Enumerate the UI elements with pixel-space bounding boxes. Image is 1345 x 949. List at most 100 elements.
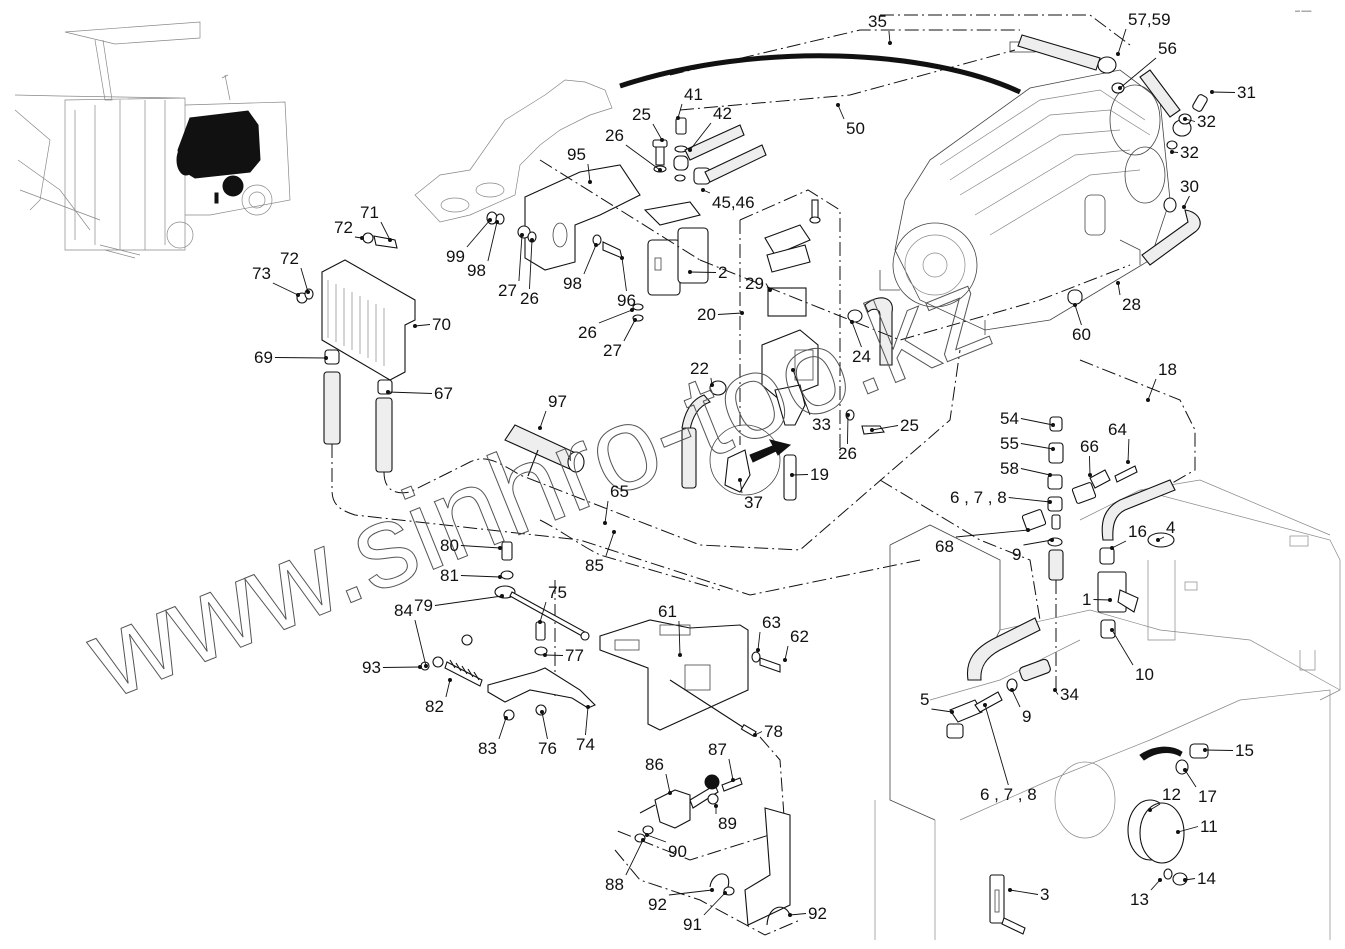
callout-label: 95	[567, 145, 586, 164]
callout-dot	[753, 733, 757, 737]
tank-fittings	[946, 617, 1051, 739]
callout-dot	[688, 148, 692, 152]
callout-label: 65	[610, 482, 629, 501]
callout-dot	[538, 620, 542, 624]
callout-leader	[434, 595, 503, 606]
callout-label: 71	[360, 203, 379, 222]
callout-33: 33	[791, 368, 831, 434]
callout-dot	[714, 804, 718, 808]
callout-78: 78	[753, 722, 783, 741]
callout-dot	[1051, 423, 1055, 427]
callout-leader	[728, 758, 734, 781]
callout-dot	[740, 311, 744, 315]
callout-dot	[658, 168, 662, 172]
callout-label: 41	[684, 85, 703, 104]
callout-91: 91	[683, 891, 727, 934]
callout-dot	[306, 290, 310, 294]
callout-label: 11	[1200, 817, 1218, 836]
callout-label: 26	[838, 444, 857, 463]
callout-label: 80	[440, 536, 459, 555]
callout-label: 88	[605, 875, 624, 894]
callout-leader	[1020, 443, 1054, 450]
callout-leader	[888, 30, 891, 44]
callout-label: 56	[1158, 39, 1177, 58]
callout-65: 65	[603, 482, 629, 525]
callout-4: 4	[1156, 518, 1175, 542]
callout-label: 26	[520, 289, 539, 308]
callout-26-c: 26	[578, 308, 634, 342]
callout-92-b: 92	[788, 904, 827, 923]
callout-13: 13	[1130, 878, 1162, 909]
callout-label: 72	[280, 249, 299, 268]
callout-leader	[1008, 497, 1051, 503]
callout-label: 10	[1135, 665, 1154, 684]
fuel-hose-22	[681, 380, 727, 489]
engine-highlight-dot	[222, 175, 244, 197]
mounting-plate	[524, 164, 641, 271]
callout-dot	[1183, 117, 1187, 121]
callout-68: 68	[935, 528, 1030, 556]
callout-label: 74	[576, 735, 595, 754]
callout-50: 50	[836, 103, 865, 138]
callout-dot	[870, 428, 874, 432]
callout-73: 73	[252, 264, 300, 297]
callout-dot	[645, 833, 649, 837]
callout-leader	[1011, 689, 1021, 708]
callout-leader	[739, 479, 743, 494]
callout-dot	[983, 703, 987, 707]
callout-leader	[677, 103, 683, 119]
callout-dot	[731, 778, 735, 782]
callout-leader	[529, 239, 533, 290]
callout-leader	[689, 271, 717, 273]
callout-dot	[1008, 888, 1012, 892]
callout-64: 64	[1108, 420, 1130, 464]
callout-81: 81	[440, 566, 502, 585]
callout-label: 27	[603, 341, 622, 360]
callout-label: 62	[790, 627, 809, 646]
callout-dot	[1050, 538, 1054, 542]
callout-label: 33	[812, 415, 831, 434]
callout-label: 61	[658, 602, 677, 621]
callout-dot	[296, 293, 300, 297]
assembly-group-boundary	[739, 189, 841, 455]
callout-leader	[689, 122, 712, 151]
callout-dot	[1210, 90, 1214, 94]
callout-label: 73	[252, 264, 271, 283]
callout-leader	[1117, 28, 1127, 55]
hose-routes	[331, 14, 1196, 936]
callout-74: 74	[576, 705, 595, 754]
callout-label: 32	[1180, 143, 1199, 162]
callout-32-a: 32	[1183, 112, 1216, 131]
callout-31: 31	[1210, 83, 1256, 102]
callout-54: 54	[1000, 409, 1055, 428]
callout-9-a: 9	[1012, 538, 1054, 564]
callout-dot	[710, 888, 714, 892]
callout-label: 1	[1082, 590, 1091, 609]
callout-19: 19	[790, 465, 829, 484]
callout-dot	[413, 324, 417, 328]
callout-label: 6 , 7 , 8	[980, 785, 1037, 804]
callout-61: 61	[658, 602, 682, 657]
callout-leader	[652, 123, 663, 141]
callout-leader	[604, 500, 609, 524]
callout-93: 93	[362, 658, 422, 677]
callout-14: 14	[1183, 869, 1216, 888]
callout-leader	[539, 601, 547, 623]
callout-leader	[678, 620, 681, 656]
callout-72-a: 72	[334, 218, 364, 240]
callout-76: 76	[538, 710, 557, 758]
callout-leader	[460, 545, 501, 549]
callout-label: 75	[548, 583, 567, 602]
callout-label: 19	[810, 465, 829, 484]
callout-57-59: 57,59	[1116, 10, 1171, 56]
callout-dot	[846, 413, 850, 417]
callout-dot	[1183, 878, 1187, 882]
callout-dot	[603, 521, 607, 525]
hose-sleeve	[504, 424, 585, 477]
callout-18: 18	[1146, 360, 1177, 402]
callout-leader	[668, 889, 713, 896]
callout-label: 54	[1000, 409, 1019, 428]
callout-56: 56	[1118, 39, 1177, 90]
callout-label: 5	[920, 690, 929, 709]
